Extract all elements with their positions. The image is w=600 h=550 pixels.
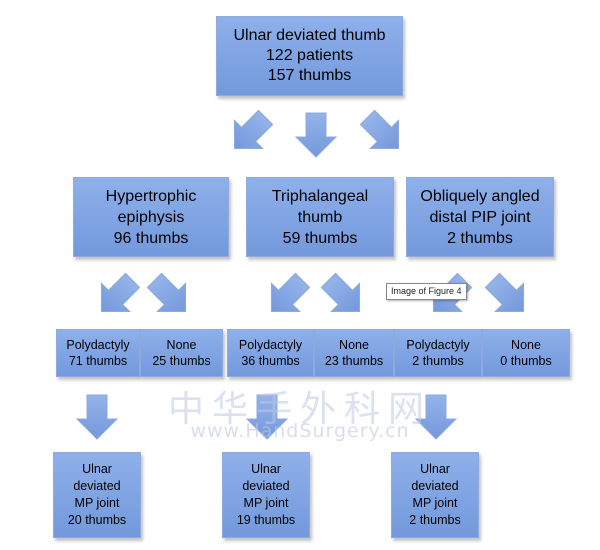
arrow-root-to-triphalangeal: [295, 112, 337, 158]
polydactyly-2-count: 36 thumbs: [241, 354, 300, 368]
triphalangeal-line2: thumb: [297, 208, 343, 226]
arrow-root-to-oblique: [352, 102, 414, 164]
watermark-chinese: 中华手外科网: [167, 389, 432, 430]
polydactyly-3-label: Polydactyly: [406, 338, 470, 352]
polydactyly-1-count: 71 thumbs: [68, 354, 128, 368]
none-box-2: None 23 thumbs: [314, 329, 394, 377]
oblique-box: Obliquely angled distal PIP joint 2 thum…: [406, 177, 554, 257]
arrow-triphalangeal-to-polydactyly: [256, 265, 318, 327]
root-line1: Ulnar deviated thumb: [233, 27, 386, 44]
image-tooltip: Image of Figure 4: [386, 283, 467, 300]
mp-joint-box-2: Ulnar deviated MP joint 19 thumbs: [222, 452, 310, 538]
arrow-hypertrophic-to-polydactyly: [86, 265, 148, 327]
mp-2-line3: MP joint: [243, 496, 289, 510]
none-3-count: 0 thumbs: [500, 354, 552, 368]
none-3-label: None: [511, 338, 541, 352]
root-box: Ulnar deviated thumb 122 patients 157 th…: [216, 16, 403, 96]
mp-1-line3: MP joint: [74, 496, 120, 510]
polydactyly-box-2: Polydactyly 36 thumbs: [227, 329, 314, 377]
mp-3-line4: 2 thumbs: [409, 513, 461, 527]
hypertrophic-line2: epiphysis: [117, 208, 185, 226]
mp-2-line2: deviated: [242, 479, 290, 493]
mp-1-line2: deviated: [73, 479, 121, 493]
mp-joint-box-3: Ulnar deviated MP joint 2 thumbs: [391, 452, 479, 538]
mp-1-line4: 20 thumbs: [67, 513, 127, 527]
oblique-line3: 2 thumbs: [447, 229, 513, 247]
mp-2-line4: 19 thumbs: [236, 513, 296, 527]
polydactyly-1-label: Polydactyly: [66, 338, 130, 352]
none-1-count: 25 thumbs: [152, 354, 211, 368]
hypertrophic-box: Hypertrophic epiphysis 96 thumbs: [73, 177, 229, 257]
mp-1-line1: Ulnar: [82, 462, 112, 476]
arrow-triphalangeal-to-none: [313, 265, 375, 327]
triphalangeal-line3: 59 thumbs: [282, 229, 358, 247]
polydactyly-2-label: Polydactyly: [238, 338, 303, 352]
hypertrophic-line3: 96 thumbs: [113, 229, 189, 247]
root-line3: 157 thumbs: [267, 67, 352, 84]
root-line2: 122 patients: [265, 47, 354, 64]
none-2-count: 23 thumbs: [324, 354, 384, 368]
hypertrophic-line1: Hypertrophic: [105, 187, 197, 205]
mp-2-line1: Ulnar: [251, 462, 281, 476]
arrow-root-to-hypertrophic: [219, 102, 281, 164]
oblique-line1: Obliquely angled: [420, 187, 540, 205]
polydactyly-3-count: 2 thumbs: [412, 354, 464, 368]
polydactyly-box-1: Polydactyly 71 thumbs: [56, 329, 140, 377]
mp-3-line3: MP joint: [412, 496, 458, 510]
triphalangeal-box: Triphalangeal thumb 59 thumbs: [246, 177, 394, 257]
none-box-3: None 0 thumbs: [482, 329, 570, 377]
mp-3-line2: deviated: [411, 479, 459, 493]
watermark-url: www.HandSurgery.cn: [190, 420, 410, 442]
arrow-hypertrophic-to-none: [139, 265, 201, 327]
polydactyly-box-3: Polydactyly 2 thumbs: [394, 329, 482, 377]
none-1-label: None: [166, 338, 197, 352]
none-box-1: None 25 thumbs: [140, 329, 223, 377]
mp-3-line1: Ulnar: [420, 462, 450, 476]
mp-joint-box-1: Ulnar deviated MP joint 20 thumbs: [53, 452, 141, 538]
oblique-line2: distal PIP joint: [429, 208, 531, 226]
triphalangeal-line1: Triphalangeal: [271, 187, 369, 205]
arrow-oblique-to-none: [477, 265, 539, 327]
none-2-label: None: [339, 338, 369, 352]
